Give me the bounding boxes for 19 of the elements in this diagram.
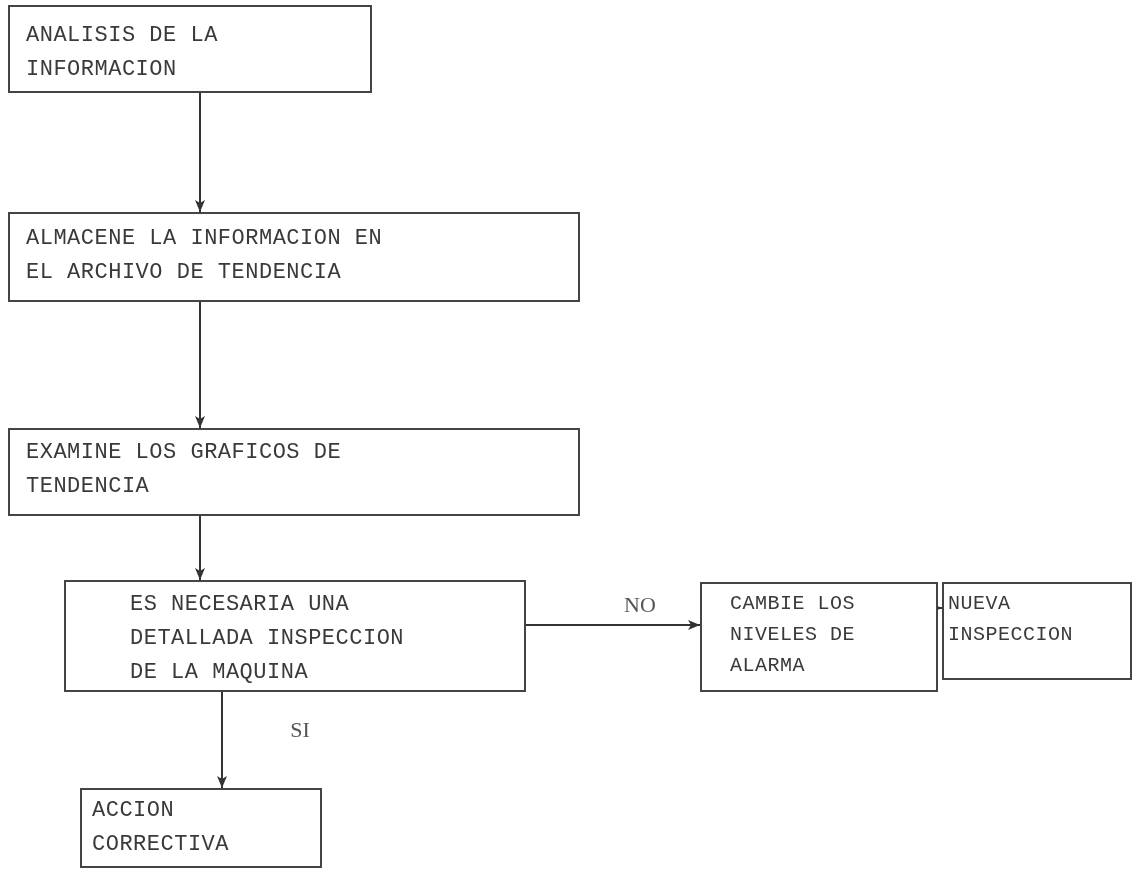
- arrow: [195, 515, 205, 581]
- box-text: ALMACENE LA INFORMACION EN EL ARCHIVO DE TENDENCIA: [26, 225, 384, 288]
- process-box: [942, 582, 1132, 680]
- box-text: ES NECESARIA UNA DETALLADA INSPECCION DE LA MAQUINA: [130, 591, 406, 688]
- box-text: NUEVA INSPECCION: [948, 591, 1075, 648]
- box-text: EXAMINE LOS GRAFICOS DE TENDENCIA: [26, 439, 343, 502]
- process-box: [700, 582, 938, 692]
- box-text: ANALISIS DE LA INFORMACION: [26, 22, 219, 85]
- process-box: [8, 428, 580, 516]
- process-box: [80, 788, 322, 868]
- process-box: [8, 5, 372, 93]
- arrow: [195, 301, 205, 429]
- process-box: [8, 212, 580, 302]
- box-text: CAMBIE LOS NIVELES DE ALARMA: [730, 591, 857, 679]
- arrow: [195, 92, 205, 213]
- box-text: ACCION CORRECTIVA: [92, 797, 231, 860]
- arrow: [525, 620, 701, 630]
- process-box: [64, 580, 526, 692]
- arrow: [217, 691, 227, 789]
